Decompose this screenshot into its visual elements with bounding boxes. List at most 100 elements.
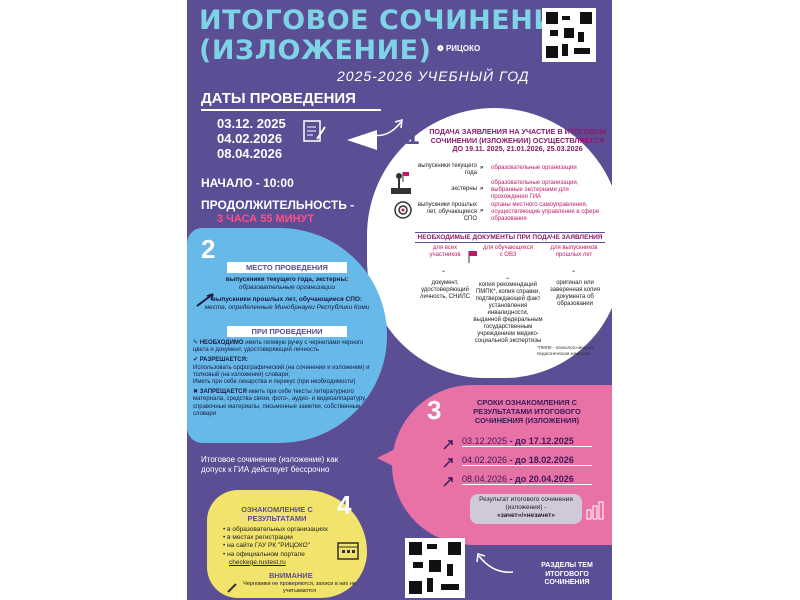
rule-1: ✎ НЕОБХОДИМО иметь гелевую ручку с черни…	[193, 340, 373, 354]
cross-icon: ✖	[193, 389, 200, 396]
footnote: *ПМПК - психолого-медико-педагогическая …	[537, 345, 595, 356]
chevron-down-3-icon: ⌄	[571, 268, 577, 274]
duration-label: ПРОДОЛЖИТЕЛЬНОСТЬ -	[201, 198, 355, 212]
curved-arrow-bottom-icon	[473, 548, 517, 581]
document-pen-icon	[301, 118, 327, 144]
result-box: Результат итогового сочинения (изложения…	[470, 494, 582, 524]
target-icon	[393, 200, 413, 225]
rules-title: ПРИ ПРОВЕДЕНИИ	[227, 326, 347, 337]
attention-title: ВНИМАНИЕ	[269, 571, 313, 580]
docs-2-what: копия рекомендаций ПМПК*, копия справки,…	[473, 282, 543, 344]
result-date-1: 03.12.2025 - до 17.12.2025	[462, 436, 592, 447]
docs-3-who: для выпускников прошлых лет	[550, 245, 598, 258]
person-flag-icon	[387, 170, 415, 201]
section-number-2: 2	[201, 234, 216, 264]
result-date-2-from: 04.02.2026	[462, 455, 508, 465]
arrow-1-icon: »	[480, 165, 484, 171]
access-item-2: • в местах регистрации	[223, 534, 293, 542]
results-access-title: ОЗНАКОМЛЕНИЕ С РЕЗУЛЬТАТАМИ	[241, 505, 313, 523]
rule-2-key: РАЗРЕШАЕТСЯ:	[199, 357, 248, 364]
calendar-icon	[337, 540, 359, 565]
place-title: МЕСТО ПРОВЕДЕНИЯ	[227, 262, 347, 273]
title-line-1: ИТОГОВОЕ СОЧИНЕНИЕ	[199, 5, 576, 36]
year: 2025-2026 УЧЕБНЫЙ ГОД	[337, 68, 530, 84]
access-item-4-text: на официальном портале	[227, 550, 305, 558]
row-2-who: экстерны	[451, 186, 477, 192]
place-2-where: места, определенные Минобрнауки Республи…	[204, 304, 370, 311]
dates-title: ДАТЫ ПРОВЕДЕНИЯ	[201, 90, 381, 111]
result-date-1-to: - до 17.12.2025	[509, 436, 574, 446]
access-item-4: • на официальном портале	[223, 550, 305, 558]
flag-icon	[467, 250, 479, 269]
chevron-down-2-icon: ⌄	[505, 275, 511, 281]
access-item-3: • на сайте ГАУ РК "РИЦОКО"	[223, 542, 311, 550]
date-3: 08.04.2026	[217, 146, 283, 161]
result-date-1-from: 03.12.2025	[462, 436, 508, 446]
start-time: НАЧАЛО - 10:00	[201, 176, 294, 190]
rule-3-key: ЗАПРЕЩАЕТСЯ	[199, 389, 247, 396]
rocket-1-icon	[442, 438, 454, 456]
row-3-who: выпускники прошлых лет, обучающиеся СПО	[417, 202, 477, 222]
qr-code-bottom[interactable]	[405, 538, 465, 598]
logo-text: РИЦОКО	[445, 44, 481, 53]
bubble-tail-3	[377, 448, 397, 468]
docs-1-who: для всех участников	[429, 245, 461, 258]
rocket-3-icon	[442, 475, 454, 493]
result-date-3-to: - до 20.04.2026	[509, 474, 574, 484]
application-title: ПОДАЧА ЗАЯВЛЕНИЯ НА УЧАСТИЕ В ИТОГОВОМ С…	[429, 127, 606, 153]
section-number-1: 1	[405, 120, 420, 150]
result-date-3-from: 08.04.2026	[462, 474, 508, 484]
arrow-3-icon: »	[480, 208, 484, 214]
access-item-1: • в образовательных организациях	[223, 526, 329, 533]
bar-chart-icon	[585, 500, 605, 525]
qr-code-top[interactable]	[542, 8, 596, 62]
date-2: 04.02.2026	[217, 131, 283, 146]
result-values: «зачет»/«незачет»	[497, 512, 555, 519]
arrow-2-icon: »	[480, 186, 484, 192]
rule-2-text-1: Использовать орфографический (на сочинен…	[193, 364, 370, 378]
place-1-who: выпускники текущего года, экстерны:	[225, 276, 349, 283]
validity-note: Итоговое сочинение (изложение) как допус…	[201, 455, 339, 474]
rule-2: ✔ РАЗРЕШАЕТСЯ:	[193, 357, 373, 364]
date-1: 03.12. 2025	[217, 116, 286, 131]
access-item-2-text: в местах регистрации	[227, 534, 293, 542]
place-1-where: образовательные организации	[238, 284, 336, 291]
attention-text: Черновики не проверяются, записи в них н…	[243, 581, 356, 594]
section-number-4: 4	[337, 490, 352, 520]
results-access-list: • в образовательных организациях • в мес…	[223, 526, 368, 567]
place-2-who: выпускники прошлых лет, обучающиеся СПО:	[211, 296, 363, 303]
rule-3-text: иметь при себе тексты литературного мате…	[193, 389, 367, 417]
docs-2-who: для обучающихся с ОВЗ	[483, 245, 533, 258]
row-1-who: выпускники текущего года	[418, 163, 477, 176]
docs-1-what: документ, удостоверяющий личность, СНИЛС	[419, 280, 471, 300]
sections-link[interactable]: РАЗДЕЛЫ ТЕМ ИТОГОВОГО СОЧИНЕНИЯ	[541, 562, 593, 586]
rule-1-key: НЕОБХОДИМО	[199, 340, 244, 346]
rocket-2-icon	[442, 456, 454, 474]
row-2-where: образовательные организации, выбранные э…	[491, 180, 579, 200]
section-number-3: 3	[427, 395, 442, 425]
duration-value: 3 ЧАСА 55 МИНУТ	[217, 213, 315, 225]
application-bubble	[367, 108, 612, 378]
site-link[interactable]: checkege.rustest.ru	[229, 558, 286, 566]
pen-icon: ✎	[193, 340, 200, 346]
place-block: выпускники текущего года, экстерны: обра…	[197, 276, 377, 312]
chevron-down-1-icon: ⌄	[441, 268, 447, 274]
result-date-3: 08.04.2026 - до 20.04.2026	[462, 474, 592, 485]
rules-block: ✎ НЕОБХОДИМО иметь гелевую ручку с черни…	[193, 340, 373, 418]
rule-2-text-2: Иметь при себе лекарства и перекус (при …	[193, 379, 356, 386]
bubble-tail-1	[347, 130, 377, 150]
row-3-where: органы местного самоуправления, осуществ…	[491, 202, 600, 222]
pencil-icon	[227, 580, 239, 598]
poster: ИТОГОВОЕ СОЧИНЕНИЕ (ИЗЛОЖЕНИЕ) ❁ РИЦОКО …	[187, 0, 612, 600]
pointer-icon	[195, 292, 215, 313]
access-item-3-text: на сайте ГАУ РК "РИЦОКО"	[227, 542, 311, 550]
results-dates-title: СРОКИ ОЗНАКОМЛЕНИЯ С РЕЗУЛЬТАТАМИ ИТОГОВ…	[473, 398, 581, 425]
logo-mark-icon: ❁	[437, 44, 446, 53]
title-line-2: (ИЗЛОЖЕНИЕ)	[199, 35, 432, 66]
rule-3: ✖ ЗАПРЕЩАЕТСЯ иметь при себе тексты лите…	[193, 389, 373, 418]
result-text: Результат итогового сочинения (изложения…	[479, 496, 573, 511]
results-access-bubble	[207, 490, 367, 598]
row-1-where: образовательные организации	[491, 165, 577, 171]
docs-title: НЕОБХОДИМЫЕ ДОКУМЕНТЫ ПРИ ПОДАЧЕ ЗАЯВЛЕН…	[415, 232, 605, 243]
docs-3-what: оригинал или заверенная копия документа …	[550, 280, 600, 307]
